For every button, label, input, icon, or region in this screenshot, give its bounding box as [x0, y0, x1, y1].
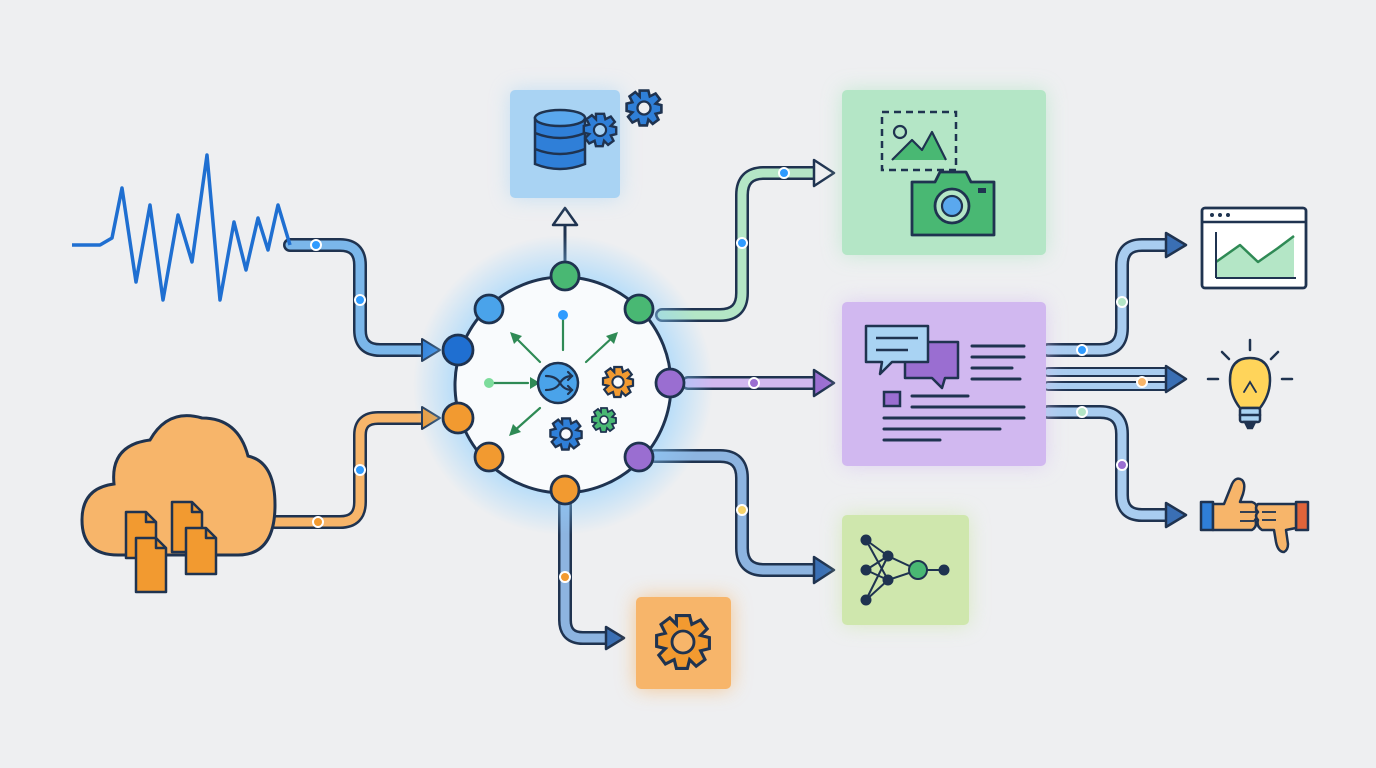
gear-icon	[655, 614, 711, 670]
connector-hub-image	[655, 158, 836, 322]
hub-nodes	[441, 260, 686, 506]
image-icon	[880, 110, 958, 172]
processing-hub	[413, 235, 713, 535]
camera-icon	[910, 170, 996, 237]
documents-icon	[124, 500, 218, 594]
gear-icon	[601, 365, 635, 399]
neural-network-card	[842, 515, 969, 625]
gear-icon	[625, 89, 663, 127]
waveform-icon	[72, 153, 292, 302]
connector-cloud-hub	[268, 406, 441, 529]
gear-icon	[582, 112, 618, 148]
database-icon	[533, 108, 587, 171]
thumbs-down-icon	[1254, 500, 1310, 554]
cloud-documents	[80, 414, 277, 594]
text-chat-card	[842, 302, 1046, 466]
connector-waveform-hub	[283, 238, 441, 362]
lightbulb-icon	[1206, 338, 1294, 430]
gear-icon	[591, 407, 617, 433]
connector-text-chart	[1041, 231, 1188, 357]
connector-hub-gear	[558, 498, 626, 651]
connector-text-thumbs	[1041, 405, 1188, 529]
connector-text-lightbulb	[1043, 364, 1188, 394]
image-capture-card	[842, 90, 1046, 255]
connector-hub-network	[648, 449, 836, 585]
database-card	[510, 89, 663, 198]
thumbs-up-icon	[1199, 477, 1259, 532]
document-text-icon	[882, 344, 1026, 442]
gear-card	[636, 597, 731, 689]
gear-icon	[549, 417, 583, 451]
shuffle-icon	[536, 361, 580, 405]
chart-window-icon	[1200, 206, 1308, 290]
connectors	[268, 158, 1188, 651]
neural-network-icon	[860, 534, 950, 606]
chat-bubbles-icon	[864, 324, 960, 390]
